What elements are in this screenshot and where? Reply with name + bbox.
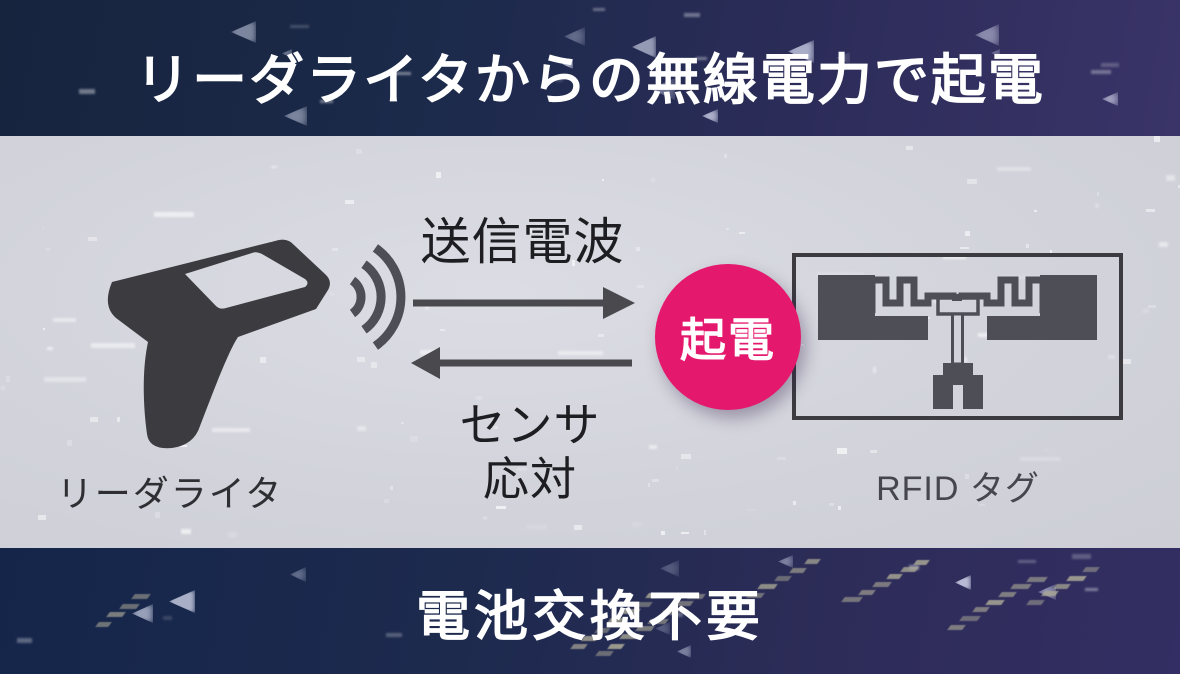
footer-band: 電池交換不要: [0, 548, 1180, 674]
texture-speckle: [271, 166, 277, 168]
bidirectional-arrows-icon: [411, 287, 635, 379]
texture-speckle: [345, 200, 354, 204]
texture-speckle: [1122, 359, 1131, 364]
texture-speckle: [228, 532, 237, 538]
page-title: リーダライタからの無線電力で起電: [135, 49, 1045, 111]
texture-speckle: [1166, 175, 1175, 181]
texture-speckle: [602, 179, 604, 181]
texture-speckle: [46, 248, 50, 251]
reader-label: リーダライタ: [56, 473, 284, 514]
sensor-response-label: センサ 応対: [430, 398, 630, 507]
texture-speckle: [676, 466, 678, 471]
texture-speckle: [1097, 192, 1099, 196]
texture-speckle: [746, 509, 755, 511]
texture-speckle: [724, 154, 727, 158]
texture-speckle: [960, 247, 969, 249]
texture-speckle: [574, 525, 582, 530]
texture-speckle: [870, 450, 877, 453]
texture-speckle: [384, 499, 389, 503]
texture-speckle: [829, 503, 834, 506]
power-badge-label: 起電: [680, 314, 776, 366]
texture-speckle: [6, 376, 10, 382]
texture-speckle: [43, 328, 45, 330]
texture-speckle: [681, 454, 691, 459]
texture-speckle: [1026, 244, 1029, 248]
texture-speckle: [1159, 242, 1168, 247]
texture-speckle: [997, 167, 1031, 171]
texture-speckle: [739, 232, 745, 234]
texture-speckle: [648, 483, 650, 487]
texture-speckle: [652, 479, 659, 482]
texture-speckle: [154, 212, 194, 217]
texture-speckle: [436, 172, 441, 178]
texture-speckle: [1154, 136, 1160, 142]
texture-speckle: [1148, 305, 1156, 308]
texture-speckle: [44, 377, 86, 382]
texture-speckle: [704, 530, 706, 535]
rfid-inlay-icon: [792, 253, 1123, 420]
texture-speckle: [661, 531, 665, 535]
texture-speckle: [1146, 209, 1155, 212]
transmit-wave-label: 送信電波: [420, 214, 625, 270]
diagram-band: リーダライタ 送信電波 センサ 応対 起電: [0, 136, 1180, 548]
footer-caption: 電池交換不要: [416, 586, 764, 647]
sensor-response-line1: センサ: [459, 399, 601, 451]
texture-speckle: [483, 517, 487, 519]
texture-speckle: [1142, 309, 1149, 313]
texture-speckle: [42, 227, 44, 229]
texture-speckle: [681, 532, 689, 534]
handheld-scanner-icon: [107, 239, 406, 449]
texture-speckle: [649, 445, 657, 449]
texture-speckle: [965, 231, 970, 236]
header-band: リーダライタからの無線電力で起電: [0, 0, 1180, 136]
texture-speckle: [1034, 210, 1037, 212]
texture-speckle: [632, 522, 642, 527]
texture-speckle: [1, 386, 5, 390]
texture-speckle: [527, 525, 547, 529]
texture-speckle: [651, 179, 655, 181]
texture-speckle: [181, 529, 191, 534]
texture-speckle: [777, 457, 786, 460]
power-badge: 起電: [655, 264, 801, 410]
texture-speckle: [356, 149, 362, 154]
texture-speckle: [967, 179, 977, 184]
wireless-waves-icon: [349, 244, 406, 350]
texture-speckle: [726, 228, 729, 230]
texture-speckle: [47, 347, 53, 350]
texture-speckle: [67, 440, 72, 446]
texture-speckle: [793, 501, 796, 505]
texture-speckle: [1044, 449, 1049, 451]
tag-label: RFID タグ: [876, 470, 1040, 508]
texture-speckle: [837, 448, 847, 454]
texture-speckle: [906, 146, 913, 150]
texture-speckle: [53, 318, 76, 322]
sensor-response-line2: 応対: [483, 453, 577, 506]
texture-speckle: [1095, 203, 1099, 208]
texture-speckle: [390, 486, 393, 490]
